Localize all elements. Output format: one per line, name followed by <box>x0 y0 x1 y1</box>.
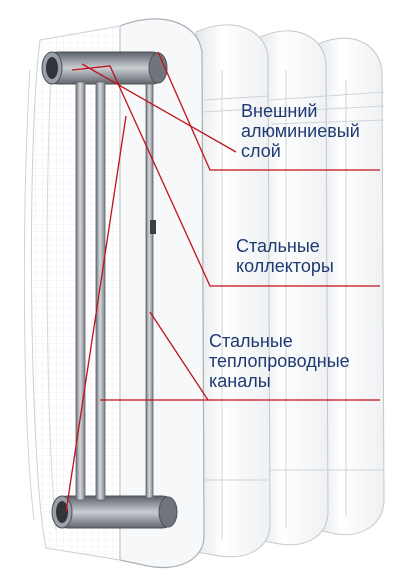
label-channels-line-1: Стальные <box>209 331 293 351</box>
steel-channel-1 <box>75 81 86 501</box>
leader-outer-layer-1 <box>81 63 237 153</box>
steel-channel-2 <box>95 81 106 501</box>
label-collectors-line-2: коллекторы <box>236 256 334 276</box>
label-outer-line-3: слой <box>241 141 281 161</box>
label-channels-line-3: каналы <box>209 371 271 391</box>
aluminium-section-cutaway <box>23 18 205 569</box>
steel-collector-top <box>41 51 168 85</box>
label-steel-collectors: Стальные коллекторы <box>236 236 334 276</box>
label-outer-aluminium-layer: Внешний алюминиевый слой <box>241 101 360 161</box>
channel-joint <box>150 220 156 234</box>
aluminium-section-2 <box>195 24 271 558</box>
leader-collectors-bottom <box>65 115 127 513</box>
label-outer-line-1: Внешний <box>241 101 318 121</box>
leader-outer-layer-2 <box>157 51 380 171</box>
label-channels-line-2: теплопроводные <box>209 351 350 371</box>
steel-collector-bottom <box>51 495 178 529</box>
steel-channel-3 <box>145 83 154 499</box>
leader-lines <box>65 51 380 513</box>
label-collectors-line-1: Стальные <box>236 236 320 256</box>
aluminium-section-3 <box>257 30 329 546</box>
label-outer-line-2: алюминиевый <box>241 121 360 141</box>
fin-details <box>203 70 385 540</box>
label-steel-channels: Стальные теплопроводные каналы <box>209 331 350 391</box>
leader-collectors-top <box>71 65 380 287</box>
